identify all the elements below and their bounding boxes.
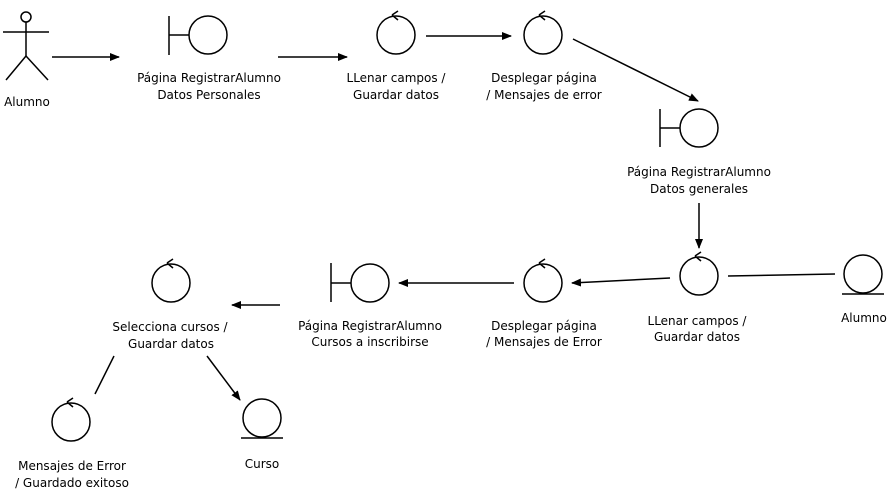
- control-mensajes-label-2: / Guardado exitoso: [15, 476, 129, 490]
- boundary-cursos-label-2: Cursos a inscribirse: [311, 335, 428, 349]
- control-llenar-2: LLenar campos / Guardar datos: [648, 251, 748, 344]
- entity-alumno: Alumno: [841, 254, 887, 325]
- control-llenar-2-label-2: Guardar datos: [654, 330, 740, 344]
- svg-text:Alumno: Alumno: [4, 95, 50, 109]
- svg-text:Página RegistrarAlumno: Página RegistrarAlumno: [137, 71, 281, 85]
- control-desplegar-1: Desplegar página / Mensajes de error: [486, 10, 602, 102]
- svg-text:Desplegar página: Desplegar página: [491, 319, 597, 333]
- control-llenar-1-label-1: LLenar campos /: [347, 71, 447, 85]
- boundary-datos-personales-label-1: Página RegistrarAlumno: [137, 71, 281, 85]
- actor-alumno-label: Alumno: [4, 95, 50, 109]
- control-selecciona-label-2: Guardar datos: [128, 337, 214, 351]
- boundary-cursos-label-1: Página RegistrarAlumno: [298, 319, 442, 333]
- boundary-datos-generales-label-2: Datos generales: [650, 182, 748, 196]
- svg-text:Guardar datos: Guardar datos: [654, 330, 740, 344]
- svg-text:Página RegistrarAlumno: Página RegistrarAlumno: [298, 319, 442, 333]
- boundary-datos-generales: Página RegistrarAlumno Datos generales: [627, 108, 771, 196]
- actor-alumno: Alumno: [3, 11, 50, 109]
- edge-llenar-2-to-alumno-entity: [727, 273, 836, 277]
- control-desplegar-1-label-1: Desplegar página: [491, 71, 597, 85]
- entity-alumno-label: Alumno: [841, 311, 887, 325]
- control-desplegar-1-label-2: / Mensajes de error: [486, 88, 602, 102]
- svg-text:Desplegar página: Desplegar página: [491, 71, 597, 85]
- control-desplegar-2-label-2: / Mensajes de Error: [486, 335, 602, 349]
- svg-text:Curso: Curso: [245, 457, 280, 471]
- boundary-datos-personales-label-2: Datos Personales: [157, 88, 260, 102]
- svg-text:LLenar campos /: LLenar campos /: [347, 71, 447, 85]
- svg-text:Mensajes de Error: Mensajes de Error: [18, 459, 126, 473]
- svg-text:/ Mensajes de Error: / Mensajes de Error: [486, 335, 602, 349]
- svg-text:Guardar datos: Guardar datos: [128, 337, 214, 351]
- edges: [52, 32, 836, 401]
- svg-text:LLenar campos /: LLenar campos /: [648, 314, 748, 328]
- edge-desplegar-to-datos-generales: [572, 38, 699, 102]
- edge-selecciona-to-curso: [206, 355, 241, 401]
- svg-text:Datos generales: Datos generales: [650, 182, 748, 196]
- svg-text:/ Guardado exitoso: / Guardado exitoso: [15, 476, 129, 490]
- control-llenar-2-label-1: LLenar campos /: [648, 314, 748, 328]
- control-mensajes: Mensajes de Error / Guardado exitoso: [15, 397, 129, 490]
- entity-curso: Curso: [241, 398, 283, 471]
- edge-llenar-2-to-desplegar-2: [571, 277, 671, 287]
- boundary-datos-personales: Página RegistrarAlumno Datos Personales: [137, 15, 281, 102]
- control-mensajes-label-1: Mensajes de Error: [18, 459, 126, 473]
- boundary-cursos: Página RegistrarAlumno Cursos a inscribi…: [298, 263, 442, 349]
- svg-text:Selecciona cursos /: Selecciona cursos /: [112, 320, 228, 334]
- entity-curso-label: Curso: [245, 457, 280, 471]
- control-desplegar-2-label-1: Desplegar página: [491, 319, 597, 333]
- control-desplegar-2: Desplegar página / Mensajes de Error: [486, 258, 602, 349]
- svg-text:Datos Personales: Datos Personales: [157, 88, 260, 102]
- svg-text:/ Mensajes de error: / Mensajes de error: [486, 88, 602, 102]
- svg-text:Alumno: Alumno: [841, 311, 887, 325]
- control-llenar-1: LLenar campos / Guardar datos: [347, 10, 447, 102]
- svg-text:Cursos a inscribirse: Cursos a inscribirse: [311, 335, 428, 349]
- control-selecciona-label-1: Selecciona cursos /: [112, 320, 228, 334]
- control-selecciona: Selecciona cursos / Guardar datos: [112, 258, 229, 351]
- actor-head: [20, 11, 32, 23]
- boundary-datos-generales-label-1: Página RegistrarAlumno: [627, 165, 771, 179]
- edge-selecciona-to-mensajes: [94, 355, 115, 395]
- svg-text:Página RegistrarAlumno: Página RegistrarAlumno: [627, 165, 771, 179]
- svg-text:Guardar datos: Guardar datos: [353, 88, 439, 102]
- control-llenar-1-label-2: Guardar datos: [353, 88, 439, 102]
